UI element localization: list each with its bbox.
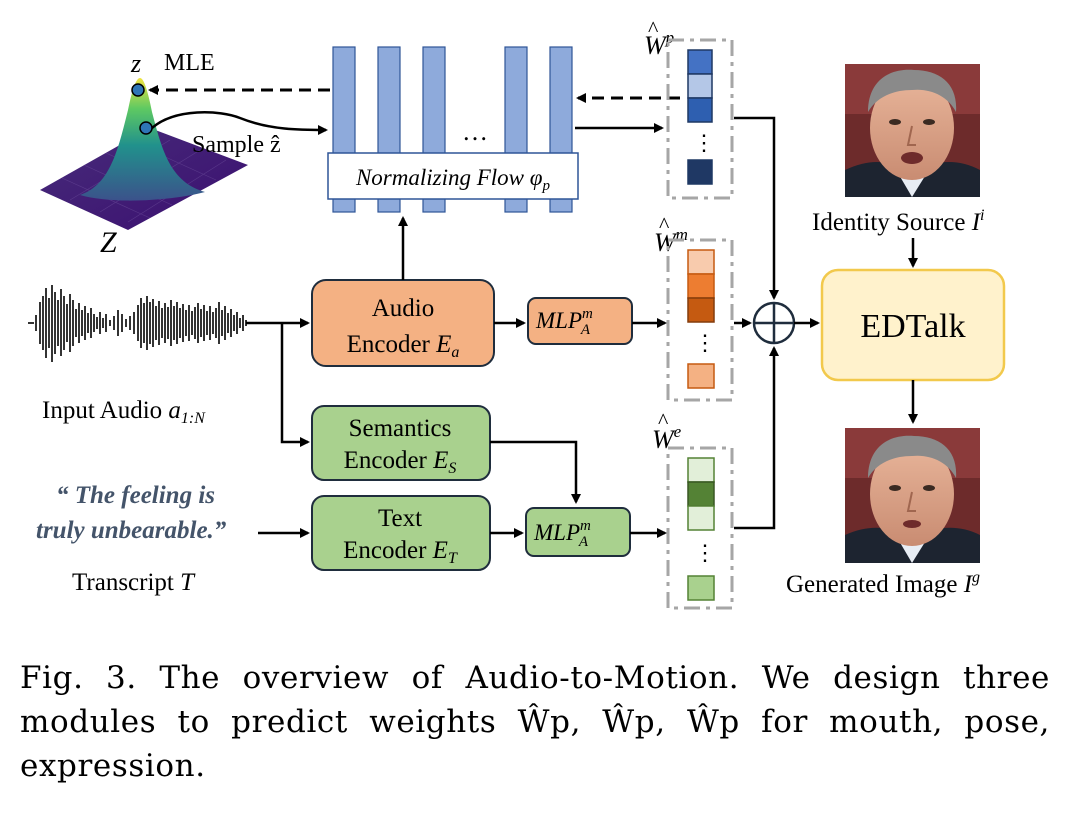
text-encoder-line2: Encoder ET [343, 537, 458, 567]
audio-to-motion-diagram: z MLE Sample ẑ Z … Normalizing Flow φp W… [28, 16, 1006, 610]
wp-cell [687, 49, 713, 75]
mle-point [131, 83, 145, 97]
sample-label: Sample ẑ [192, 132, 281, 158]
generated-image-label: Generated Image Ig [786, 569, 980, 598]
semantics-encoder-line1: Semantics [349, 415, 452, 442]
wm-dashed-frame [666, 238, 734, 402]
mle-label: MLE [164, 50, 215, 76]
semantics-encoder-line2: Encoder ES [344, 447, 457, 477]
wp-dashed-frame [666, 38, 734, 200]
flow-label-box [327, 152, 579, 200]
we-vdots: ⋮ [694, 540, 716, 565]
normalizing-flow: … Normalizing Flow φp [327, 46, 579, 213]
transcript-quote-line1: “ The feeling is [56, 482, 215, 509]
wm-hat: ^ [659, 212, 670, 237]
text-encoder-line1: Text [378, 505, 422, 532]
semantics-encoder: Semantics Encoder ES [311, 405, 491, 481]
text-encoder: Text Encoder ET [311, 495, 491, 571]
gaussian-surface-plot: z MLE Sample ẑ Z [40, 49, 281, 259]
gaussian-peak [80, 78, 205, 201]
we-dashed-frame [666, 446, 734, 610]
edtalk-module: EDTalk [820, 268, 1006, 382]
wm-cell [687, 297, 715, 323]
z-top-label: z [130, 49, 141, 78]
transcript-quote-line2: truly unbearable.” [36, 517, 227, 544]
we-cell [687, 505, 715, 531]
we-cell [687, 481, 715, 507]
edtalk-label: EDTalk [860, 308, 965, 345]
flow-label: Normalizing Flow φp [355, 165, 551, 194]
audio-encoder-line1: Audio [372, 295, 435, 322]
transcript-label: Transcript T [72, 569, 196, 596]
wp-to-sum-arrow [734, 116, 779, 300]
we-weight-vector: ^ We ⋮ [652, 408, 734, 610]
audio-encoder-line2: Encoder Ea [347, 331, 460, 361]
wp-cell [687, 73, 713, 99]
audio-waveform [28, 285, 247, 362]
sample-point [139, 121, 153, 135]
wp-weight-vector: Wp ^ ⋮ [644, 16, 734, 200]
wm-cell [687, 273, 715, 299]
z-space-label: Z [100, 226, 117, 259]
generated-face-image [845, 428, 980, 563]
identity-face-image [845, 64, 980, 197]
sample-arrow [151, 111, 328, 135]
mlp-top-box [527, 297, 633, 345]
we-cell [687, 457, 715, 483]
wp-vdots: ⋮ [693, 130, 715, 155]
wm-weight-vector: ^ Wm ⋮ [654, 212, 734, 402]
wm-cell [687, 249, 715, 275]
we-to-sum-arrow [734, 346, 779, 530]
we-hat: ^ [658, 408, 669, 433]
audio-encoder: Audio Encoder Ea [311, 279, 495, 367]
wp-cell [687, 159, 713, 185]
audio-to-semantics-arrow [280, 323, 310, 447]
wp-hat: ^ [648, 16, 659, 41]
semantics-to-mlp-arrow [490, 440, 581, 504]
wm-vdots: ⋮ [694, 330, 716, 355]
identity-source-label: Identity Source Ii [812, 207, 984, 236]
wm-cell [687, 363, 715, 389]
we-cell [687, 575, 715, 601]
wp-cell [687, 97, 713, 123]
figure-caption: Fig. 3. The overview of Audio-to-Motion.… [20, 660, 1050, 784]
flow-ellipsis: … [462, 117, 488, 146]
input-audio-label: Input Audio a1:N [42, 397, 206, 427]
sum-operator-icon [752, 301, 796, 345]
